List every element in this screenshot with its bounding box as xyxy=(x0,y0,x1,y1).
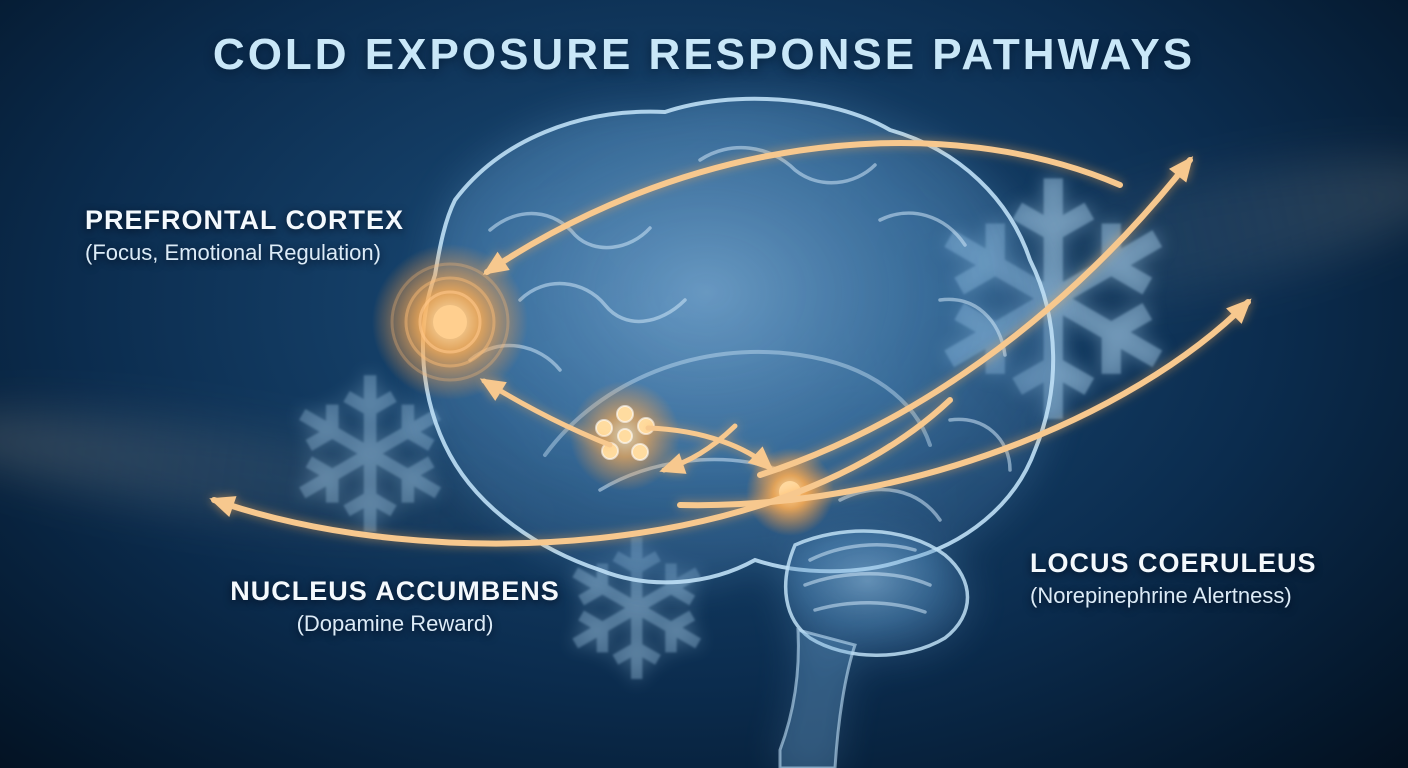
region-name: LOCUS COERULEUS xyxy=(1030,548,1317,578)
brain xyxy=(421,96,1056,768)
pathway-arrow xyxy=(479,378,613,448)
pathway-arrow xyxy=(659,423,738,474)
pathway-arrow xyxy=(645,425,774,472)
pathway-arrow xyxy=(757,156,1194,478)
label-nucleus-accumbens: NUCLEUS ACCUMBENS (Dopamine Reward) xyxy=(215,576,575,637)
pathway-arrows xyxy=(209,140,1252,547)
label-locus-coeruleus: LOCUS COERULEUS (Norepinephrine Alertnes… xyxy=(1030,548,1317,609)
region-name: PREFRONTAL CORTEX xyxy=(85,205,405,235)
region-desc: (Focus, Emotional Regulation) xyxy=(85,240,381,265)
diagram-title: COLD EXPOSURE RESPONSE PATHWAYS xyxy=(212,30,1196,79)
pathway-arrow xyxy=(482,140,1123,275)
region-desc: (Dopamine Reward) xyxy=(296,611,494,636)
region-name: NUCLEUS ACCUMBENS xyxy=(230,576,560,606)
label-prefrontal-cortex: PREFRONTAL CORTEX (Focus, Emotional Regu… xyxy=(85,205,404,266)
cerebellum xyxy=(783,529,970,657)
prefrontal-glow-node xyxy=(372,244,528,400)
region-desc: (Norepinephrine Alertness) xyxy=(1030,583,1292,608)
brain-stem xyxy=(778,628,857,768)
pathway-arrow xyxy=(209,397,953,547)
nucleus-accumbens-node xyxy=(570,381,680,491)
